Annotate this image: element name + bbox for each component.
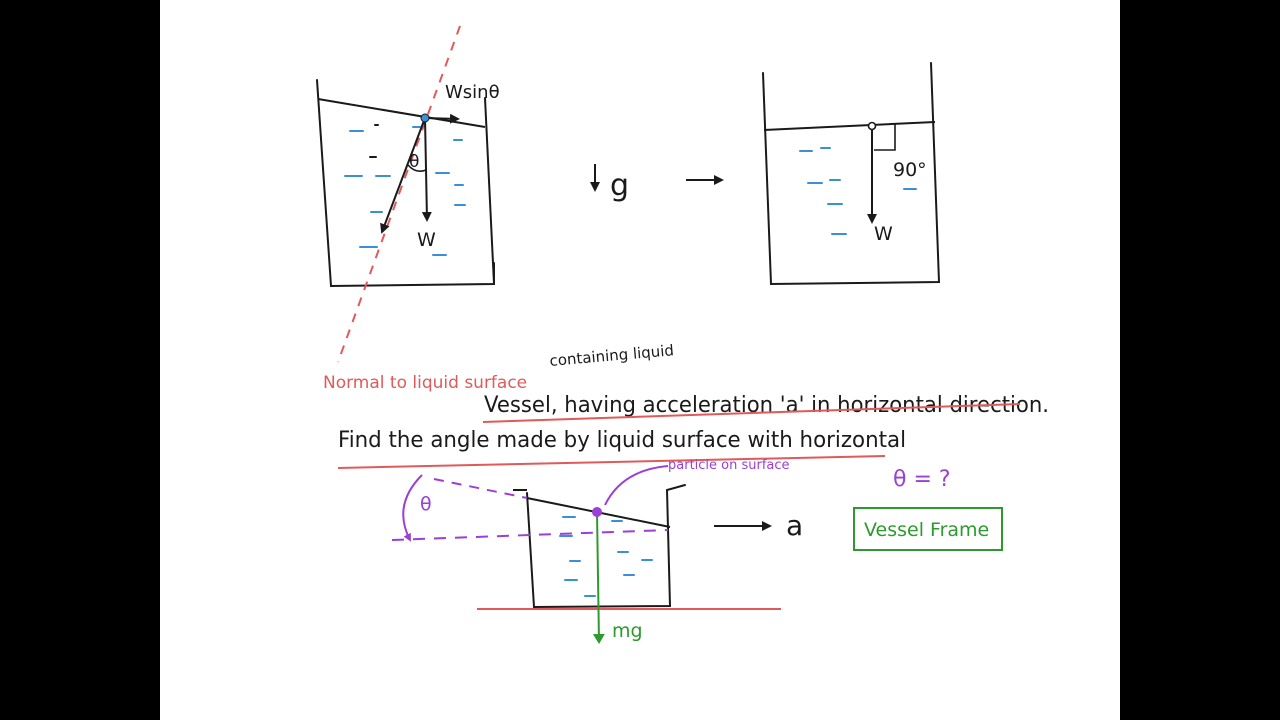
fig3-surface-extension xyxy=(433,478,528,499)
fig3-mg-label: mg xyxy=(612,620,643,642)
fig1-component-arrow xyxy=(380,117,426,234)
fig3-particle xyxy=(592,507,602,517)
fig2-liquid-surface xyxy=(763,121,936,131)
fig3-liquid-dashes xyxy=(559,516,653,597)
fig1-weight-arrow xyxy=(421,117,432,222)
fig1-wsin-label: Wsinθ xyxy=(445,82,500,103)
vessel-frame-box xyxy=(853,507,1003,551)
fig2-angle-label: 90° xyxy=(893,159,927,181)
fig1-normal-dashed xyxy=(337,25,461,363)
fig1-vessel xyxy=(316,79,496,288)
fig3-theta-label: θ xyxy=(420,493,432,515)
problem-line-2: Find the angle made by liquid surface wi… xyxy=(338,428,906,453)
fig3-angle-arc xyxy=(402,474,423,542)
fig1-particle xyxy=(420,113,430,123)
fig3-particle-label: particle on surface xyxy=(668,458,790,473)
normal-label: Normal to liquid surface xyxy=(323,373,527,393)
fig1-liquid-dashes xyxy=(344,126,466,256)
fig2-particle xyxy=(867,121,877,131)
fig1-angle-arc xyxy=(407,164,427,172)
gravity-label: g xyxy=(610,168,629,203)
fig2-liquid-dashes xyxy=(799,147,917,235)
fig3-horizontal-ref xyxy=(391,529,669,541)
vessel-frame-label: Vessel Frame xyxy=(864,519,989,541)
problem-underline-1 xyxy=(482,403,1021,423)
fig1-wsin-arrow xyxy=(424,113,460,124)
fig3-particle-pointer xyxy=(604,465,669,506)
theta-question: θ = ? xyxy=(893,467,951,492)
fig3-accel-label: a xyxy=(786,509,803,542)
problem-underline-2 xyxy=(337,455,886,469)
fig3-vessel xyxy=(526,484,686,609)
fig2-weight-label: W xyxy=(874,223,893,245)
containing-liquid-label: containing liquid xyxy=(549,341,675,370)
fig1-theta-label: θ xyxy=(409,152,419,172)
fig2-right-angle xyxy=(874,124,896,151)
fig3-mg-arrow xyxy=(592,511,605,644)
fig1-weight-label: W xyxy=(417,229,436,251)
fig1-liquid-surface xyxy=(317,98,486,128)
fig2-vessel xyxy=(762,62,941,286)
fig1-specks xyxy=(369,124,379,158)
